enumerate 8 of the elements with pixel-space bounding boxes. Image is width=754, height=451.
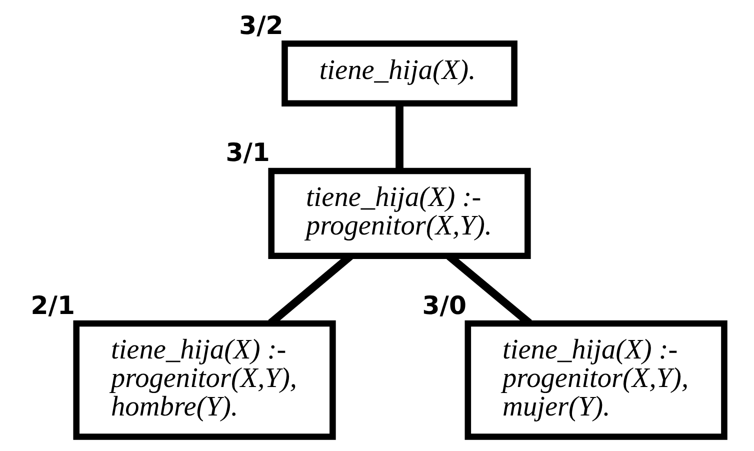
node-box: tiene_hija(X) :- progenitor(X,Y), hombre(Y). <box>72 320 336 440</box>
node-label: 3/0 <box>422 290 466 320</box>
node-label: 3/2 <box>238 10 283 40</box>
node-box: tiene_hija(X). <box>281 40 517 106</box>
node-box: tiene_hija(X) :- progenitor(X,Y). <box>268 167 530 259</box>
node-box: tiene_hija(X) :- progenitor(X,Y), mujer(Y). <box>464 320 727 440</box>
node-label: 3/1 <box>225 138 270 167</box>
node-label: 2/1 <box>30 290 74 320</box>
